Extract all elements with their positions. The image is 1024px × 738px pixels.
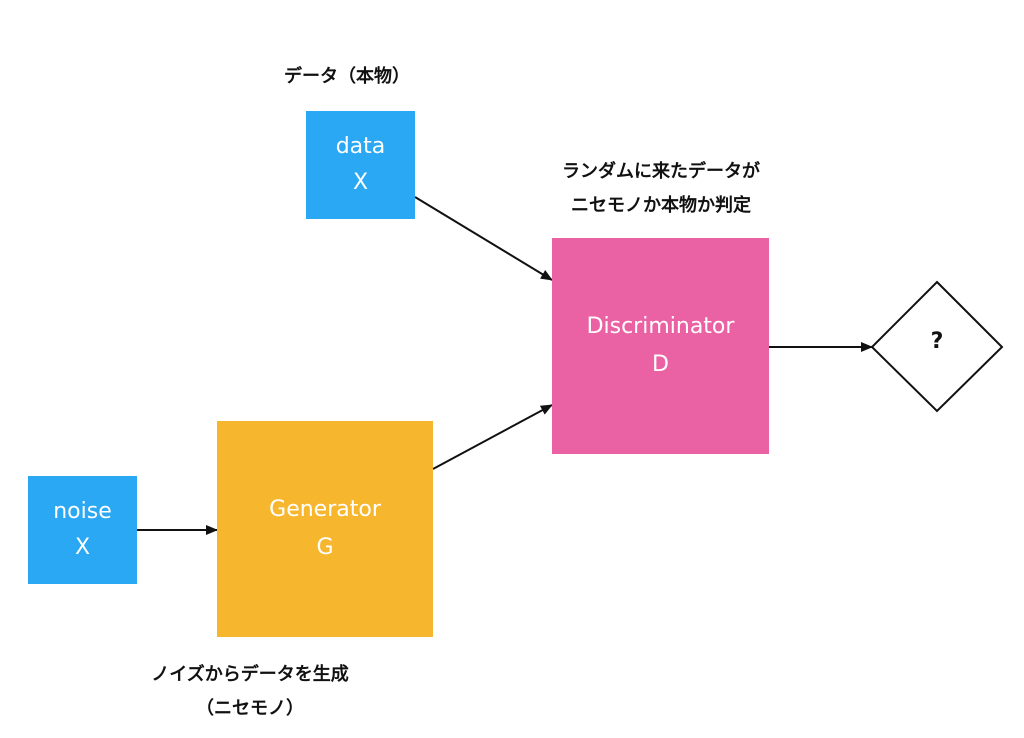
arrow-generator-to-discriminator [432, 404, 553, 470]
generator-caption-line2: （ニセモノ） [196, 698, 304, 719]
generator-node: Generator G [217, 421, 433, 637]
data-caption: データ（本物） [284, 66, 410, 87]
data-node: data X [306, 111, 415, 219]
generator-node-line2: G [316, 535, 334, 560]
discriminator-node: Discriminator D [552, 238, 769, 454]
discriminator-node-line2: D [652, 352, 669, 377]
discriminator-caption: ランダムに来たデータが ニセモノか本物か判定 [530, 155, 792, 223]
discriminator-caption-line2: ニセモノか本物か判定 [571, 195, 751, 216]
decision-diamond [870, 280, 1004, 413]
generator-node-line1: Generator [269, 497, 381, 522]
discriminator-caption-line1: ランダムに来たデータが [562, 161, 760, 182]
generator-caption: ノイズからデータを生成 （ニセモノ） [100, 658, 400, 726]
data-node-line2: X [352, 170, 369, 195]
decision-symbol: ? [930, 329, 944, 354]
discriminator-node-line1: Discriminator [586, 314, 735, 339]
generator-caption-line1: ノイズからデータを生成 [151, 664, 349, 685]
noise-node-line2: X [74, 535, 91, 560]
arrow-data-to-discriminator [414, 196, 553, 281]
noise-node-line1: noise [53, 499, 112, 524]
data-node-line1: data [335, 134, 386, 159]
noise-node: noise X [28, 476, 137, 584]
